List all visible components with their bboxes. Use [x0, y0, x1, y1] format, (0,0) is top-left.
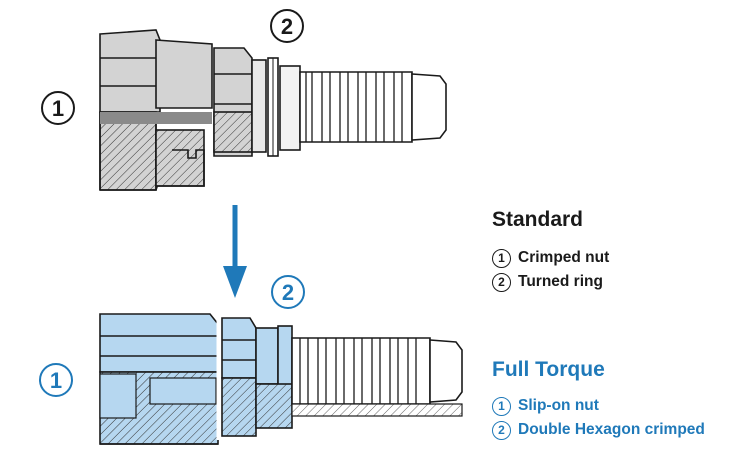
legend-item-turned-ring: 2 Turned ring [492, 270, 609, 294]
full-torque-callout-2: 2 [271, 275, 305, 309]
legend-item-double-hexagon: 2 Double Hexagon crimped [492, 418, 705, 442]
full-torque-legend: Full Torque 1 Slip-on nut 2 Double Hexag… [492, 358, 705, 442]
crimped-nut [99, 29, 161, 113]
standard-callout-1: 1 [41, 91, 75, 125]
svg-text:2: 2 [281, 14, 293, 39]
legend-label: Crimped nut [518, 249, 610, 266]
legend-label: Slip-on nut [518, 397, 599, 414]
standard-title: Standard [492, 208, 584, 231]
down-arrow-icon [223, 205, 247, 298]
standard-callout-2: 2 [270, 9, 304, 43]
circled-number: 2 [492, 272, 511, 292]
double-hexagon [221, 317, 257, 379]
legend-item-crimped-nut: 1 Crimped nut [492, 246, 609, 270]
standard-legend: Standard 1 Crimped nut 2 Turned ring [492, 208, 609, 294]
circled-number: 2 [492, 420, 511, 440]
svg-text:1: 1 [52, 96, 64, 121]
legend-label: Double Hexagon crimped [518, 421, 705, 438]
circled-number: 1 [492, 248, 511, 268]
svg-text:1: 1 [50, 368, 62, 393]
full-torque-fitting [99, 313, 463, 445]
legend-item-slip-on-nut: 1 Slip-on nut [492, 394, 705, 418]
standard-fitting [99, 29, 447, 191]
svg-text:2: 2 [282, 280, 294, 305]
full-torque-callout-1: 1 [39, 363, 73, 397]
full-torque-title: Full Torque [492, 358, 605, 381]
legend-label: Turned ring [518, 273, 603, 290]
slip-on-nut [99, 313, 219, 373]
circled-number: 1 [492, 396, 511, 416]
